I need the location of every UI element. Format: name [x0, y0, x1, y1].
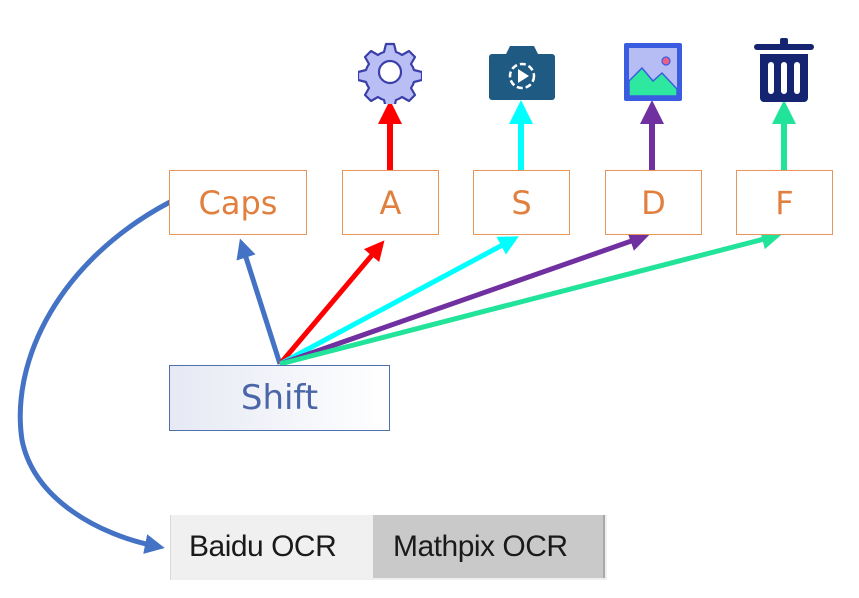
key-s-label: S — [511, 183, 532, 222]
tab-baidu-ocr-label: Baidu OCR — [189, 529, 337, 563]
key-caps[interactable]: Caps — [169, 170, 307, 235]
trash-icon[interactable] — [752, 38, 816, 108]
key-d-label: D — [641, 183, 666, 222]
key-a[interactable]: A — [342, 170, 439, 235]
tab-baidu-ocr[interactable]: Baidu OCR — [171, 515, 373, 578]
arrow-caps-to-ocr-tabs — [17, 199, 172, 554]
key-shift-label: Shift — [240, 378, 319, 418]
arrow-shift-to-a — [278, 240, 385, 366]
arrow-shift-to-f — [279, 229, 782, 367]
arrow-shift-to-caps — [236, 238, 283, 365]
image-icon[interactable] — [622, 41, 684, 107]
key-shift[interactable]: Shift — [169, 365, 390, 431]
key-d[interactable]: D — [605, 170, 702, 235]
tab-mathpix-ocr-label: Mathpix OCR — [393, 529, 568, 563]
arrow-shift-to-d — [279, 231, 650, 367]
key-f[interactable]: F — [736, 170, 833, 235]
camera-play-icon[interactable] — [488, 44, 556, 106]
ocr-tab-bar: Baidu OCR Mathpix OCR — [170, 515, 607, 580]
key-s[interactable]: S — [473, 170, 570, 235]
key-f-label: F — [775, 183, 794, 222]
tab-mathpix-ocr[interactable]: Mathpix OCR — [373, 515, 605, 578]
key-caps-label: Caps — [198, 183, 278, 222]
gear-icon[interactable] — [356, 40, 424, 110]
arrow-shift-to-s — [278, 236, 519, 367]
key-a-label: A — [379, 183, 402, 222]
